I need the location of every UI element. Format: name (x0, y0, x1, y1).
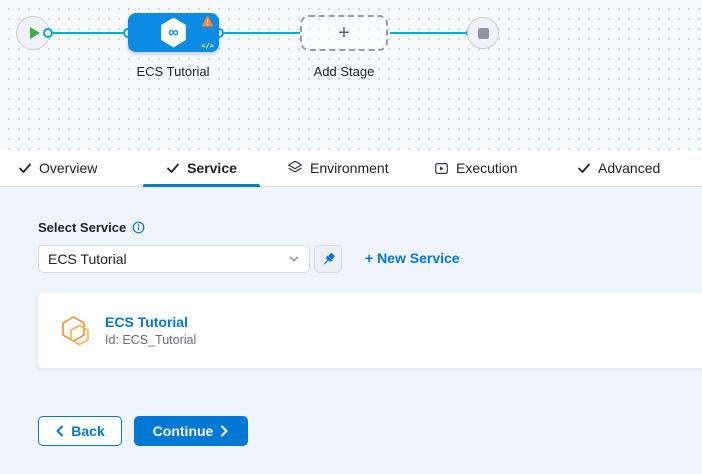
play-icon (29, 27, 40, 39)
tab-label: Advanced (598, 160, 661, 176)
service-card-id: Id: ECS_Tutorial (105, 333, 197, 347)
execution-icon (434, 161, 449, 176)
continue-button-label: Continue (152, 423, 214, 439)
check-icon (18, 161, 32, 175)
select-service-label-row: Select Service (38, 220, 145, 235)
pin-icon (321, 252, 336, 267)
back-button-label: Back (71, 423, 105, 439)
pipeline-edge (48, 32, 128, 34)
environment-icon (287, 160, 303, 176)
tab-label: Service (187, 160, 237, 176)
select-service-label: Select Service (38, 220, 127, 235)
pipeline-edge (219, 32, 300, 34)
plus-icon: + (338, 22, 350, 44)
stage-tab-bar: Overview Service Environment Execution A… (0, 150, 702, 187)
tab-label: Execution (456, 160, 518, 176)
chevron-down-icon[interactable] (288, 253, 300, 265)
check-icon (166, 161, 180, 175)
service-select-input[interactable] (48, 251, 288, 267)
info-icon[interactable] (132, 221, 145, 234)
service-card[interactable]: ECS Tutorial Id: ECS_Tutorial (38, 293, 702, 368)
service-select-dropdown[interactable] (38, 245, 310, 273)
tab-overview[interactable]: Overview (18, 150, 97, 186)
pipeline-canvas: ∞ </> + ECS Tutorial Add Stage (0, 0, 702, 150)
add-stage-button[interactable]: + (300, 15, 388, 51)
warning-icon[interactable] (201, 16, 214, 28)
new-service-button[interactable]: + New Service (365, 250, 460, 266)
stage-node-label: ECS Tutorial (136, 64, 210, 79)
service-tab-panel: Select Service + New Service ECS Tutoria (0, 187, 702, 474)
pipeline-edge (390, 32, 471, 34)
back-button[interactable]: Back (38, 416, 122, 446)
pipeline-end-node[interactable] (467, 17, 499, 49)
infinity-icon: ∞ (168, 24, 179, 41)
service-card-title-link[interactable]: ECS Tutorial (105, 314, 188, 330)
continue-button[interactable]: Continue (134, 416, 248, 446)
tab-execution[interactable]: Execution (434, 150, 517, 186)
service-select-group (38, 245, 342, 273)
edge-connector-dot (43, 28, 53, 38)
stage-node-ecs-tutorial[interactable]: ∞ </> (128, 13, 219, 52)
check-icon (577, 161, 591, 175)
tab-advanced[interactable]: Advanced (577, 150, 660, 186)
add-stage-label: Add Stage (313, 64, 375, 79)
code-icon: </> (201, 42, 214, 50)
stop-icon (477, 27, 489, 39)
tab-environment[interactable]: Environment (287, 150, 389, 186)
tab-service[interactable]: Service (143, 150, 260, 187)
service-card-text: ECS Tutorial Id: ECS_Tutorial (105, 314, 196, 347)
service-hexagon-icon (60, 314, 92, 348)
tab-label: Environment (310, 160, 389, 176)
chevron-left-icon (55, 425, 64, 437)
tab-label: Overview (39, 160, 98, 176)
chevron-right-icon (220, 425, 229, 437)
pin-button[interactable] (314, 245, 342, 273)
harness-cd-hexagon-icon: ∞ (161, 17, 186, 48)
